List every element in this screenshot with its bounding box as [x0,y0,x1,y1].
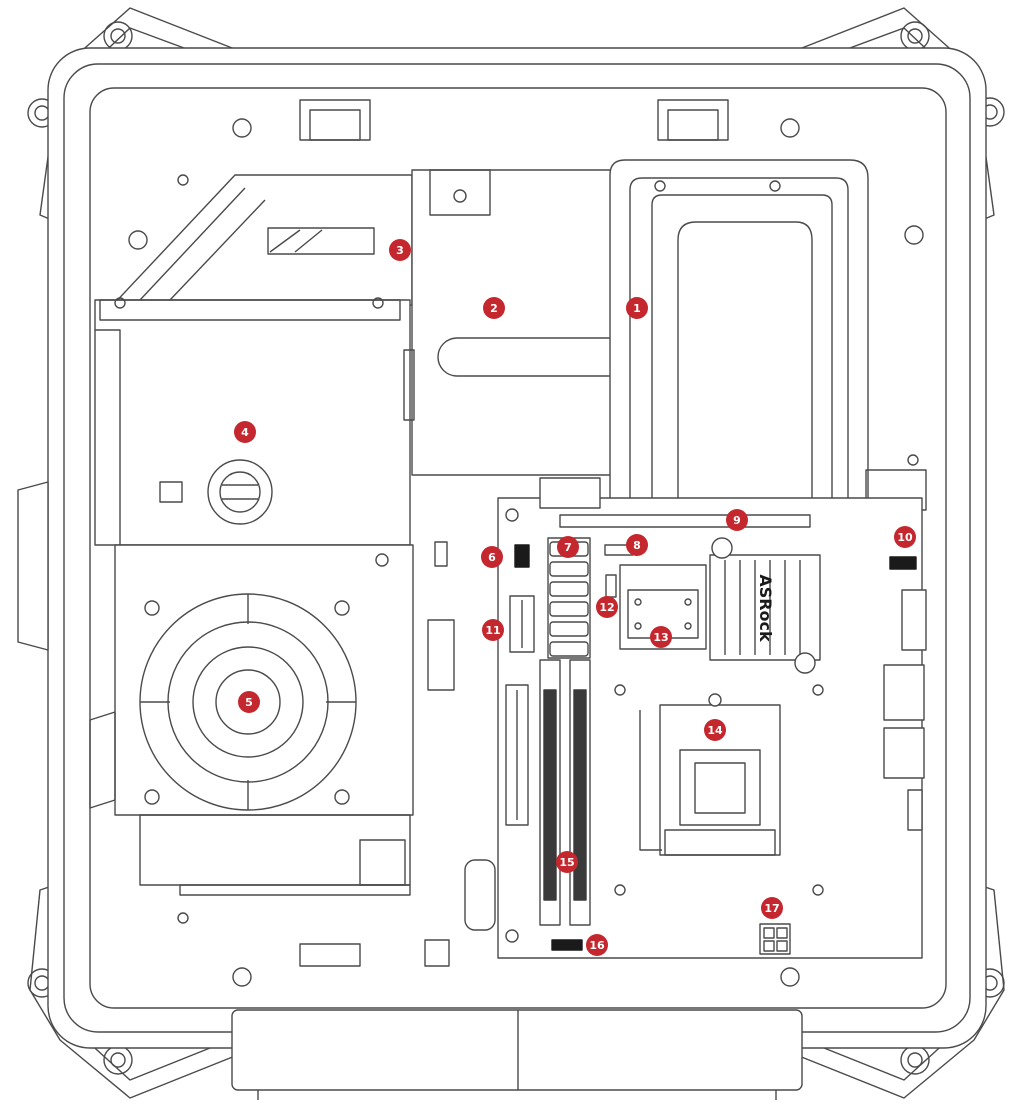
callout-number: 3 [396,244,404,257]
callout-number: 5 [245,696,253,709]
callout-number: 16 [589,939,605,952]
callout-number: 7 [564,541,572,554]
power-supply [89,544,414,896]
callout-2: 2 [483,297,505,319]
usb-header [509,595,535,653]
callout-11: 11 [482,619,504,641]
cpu-cooler-heatpipe [609,159,927,525]
callout-number: 8 [633,539,641,552]
callout-number: 14 [707,724,723,737]
callout-4: 4 [234,421,256,443]
callout-5: 5 [238,691,260,713]
callout-17: 17 [761,897,783,919]
callout-number: 4 [241,426,249,439]
vrm-heatsink [709,537,821,674]
rear-io [883,589,927,831]
callout-1: 1 [626,297,648,319]
callout-number: 11 [485,624,500,637]
callout-10: 10 [894,526,916,548]
callout-14: 14 [704,719,726,741]
callout-number: 6 [488,551,496,564]
callout-number: 15 [559,856,574,869]
callout-15: 15 [556,851,578,873]
optical-drive-bay [94,297,415,546]
callout-number: 10 [897,531,913,544]
callout-16: 16 [586,934,608,956]
callout-number: 12 [599,601,614,614]
atx-power-connector [505,684,529,826]
callout-number: 13 [653,631,668,644]
callout-7: 7 [557,536,579,558]
callout-9: 9 [726,509,748,531]
callout-6: 6 [481,546,503,568]
callout-8: 8 [626,534,648,556]
callout-3: 3 [389,239,411,261]
cpu-socket [639,693,781,856]
brand-mark: ASRock [756,574,775,642]
callout-12: 12 [596,596,618,618]
callout-number: 1 [633,302,641,315]
callout-number: 9 [733,514,741,527]
top-clips [299,99,729,141]
frame-screws [128,118,924,987]
callout-13: 13 [650,626,672,648]
bottom-clips [299,859,496,967]
callout-number: 2 [490,302,498,315]
callout-number: 17 [764,902,779,915]
sata-connectors [547,537,591,659]
headers [427,541,917,955]
